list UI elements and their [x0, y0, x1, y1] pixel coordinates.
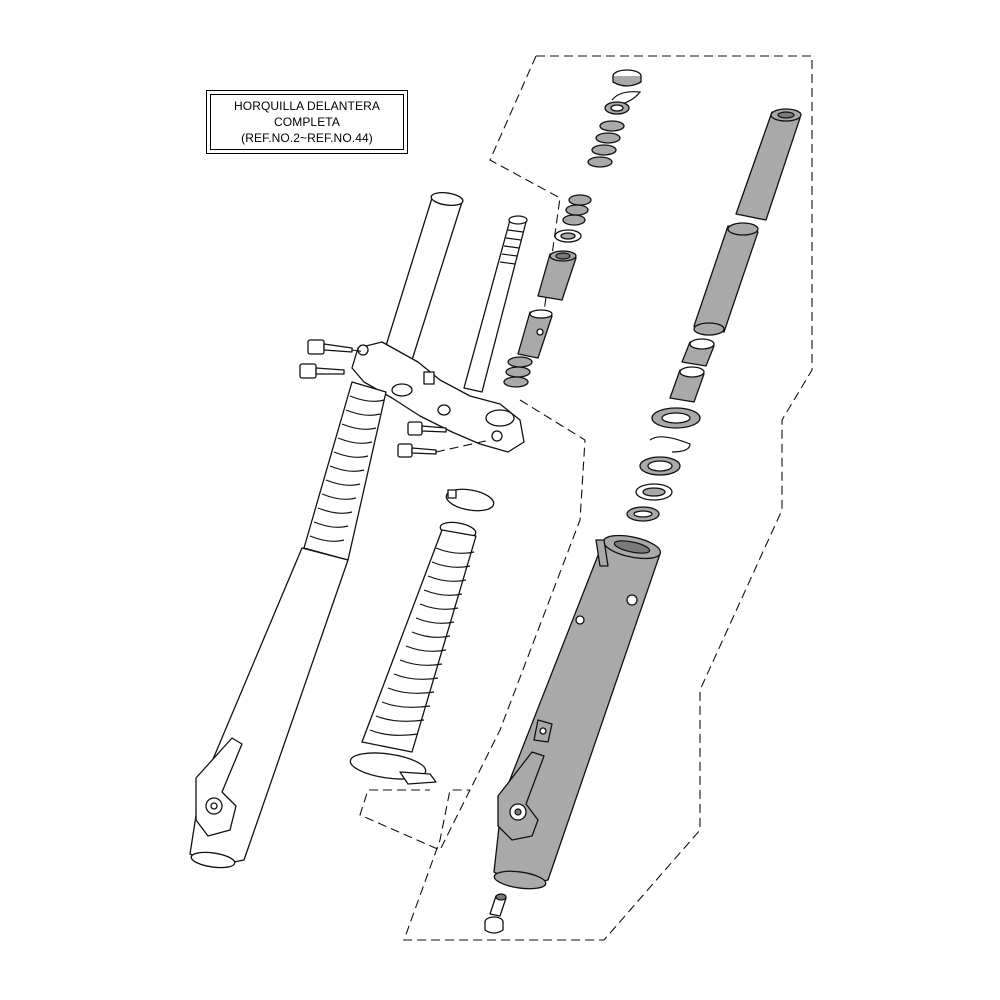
- fork-gaiter: [303, 381, 387, 561]
- crown-bolt: [307, 339, 353, 355]
- seal-ring: [635, 483, 673, 501]
- assembly-label: HORQUILLA DELANTERA COMPLETA (REF.NO.2~R…: [206, 90, 408, 154]
- cartridge-components: [503, 69, 642, 388]
- inner-tube: [383, 197, 463, 361]
- assembled-fork: [189, 192, 528, 869]
- tube-components: [484, 108, 802, 934]
- middle-spring: [562, 194, 592, 226]
- assembly-label-inner: HORQUILLA DELANTERA COMPLETA (REF.NO.2~R…: [210, 94, 404, 150]
- outer-tube-shaded: [493, 534, 662, 890]
- slide-bush: [669, 366, 705, 403]
- crown-bolt: [407, 421, 447, 436]
- seal-circlip: [649, 436, 691, 453]
- dashed-group-outline-cartridge: [403, 55, 813, 941]
- assembly-title-line2: COMPLETA: [274, 115, 340, 129]
- assembly-ref-range: (REF.NO.2~REF.NO.44): [241, 131, 373, 145]
- dashed-group-outline-top: [489, 55, 561, 341]
- crown-bolt: [299, 363, 345, 379]
- bottom-bolt: [484, 893, 507, 934]
- spacer-tube: [537, 250, 577, 301]
- top-spring: [587, 120, 625, 168]
- rebound-spring: [503, 356, 533, 388]
- damper-rod: [517, 309, 553, 359]
- assembly-title-line1: HORQUILLA DELANTERA: [234, 99, 380, 113]
- oil-seal-washer: [651, 407, 701, 429]
- dust-boot-exploded: [349, 488, 495, 785]
- crown-bolt: [397, 443, 437, 458]
- upper-inner-tube: [735, 108, 802, 221]
- washer: [554, 229, 582, 243]
- boot-clamp-bottom: [349, 752, 437, 785]
- lower-inner-tube: [693, 222, 759, 336]
- lower-bush: [626, 506, 660, 522]
- guide-bush: [681, 338, 715, 367]
- circlip: [611, 91, 642, 105]
- cap-rubber: [604, 101, 630, 115]
- dust-boot: [361, 529, 477, 753]
- fork-top-cap: [612, 69, 642, 87]
- oil-seal: [639, 456, 681, 476]
- boot-clamp-top: [445, 488, 495, 512]
- dashed-group-outline-boot: [359, 399, 586, 851]
